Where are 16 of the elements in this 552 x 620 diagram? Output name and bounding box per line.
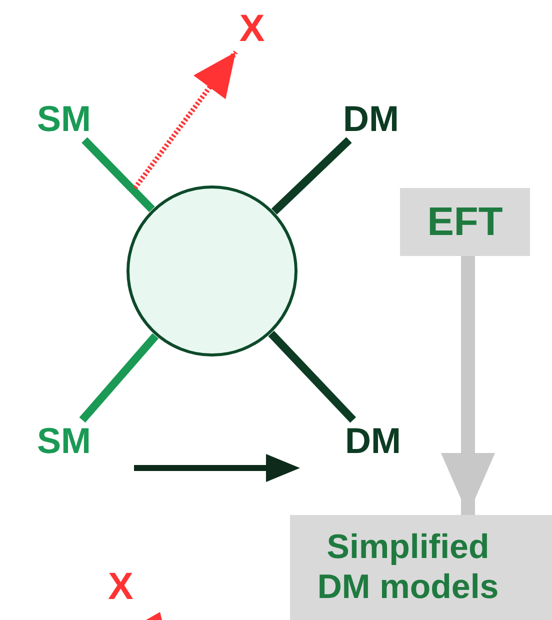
box-title: EFT xyxy=(427,199,503,245)
label-box xyxy=(400,188,530,256)
arrow xyxy=(133,50,238,190)
particle-line xyxy=(271,137,352,214)
particle-label: DM xyxy=(345,420,401,462)
arrow xyxy=(441,256,495,515)
particle-line xyxy=(82,137,155,212)
box-title: Simplified DM models xyxy=(316,528,500,607)
label-box xyxy=(290,515,552,620)
variable-label: X xyxy=(239,8,265,52)
variable-label: X xyxy=(108,566,134,609)
particle-label: DM xyxy=(343,98,399,140)
particle-label: SM xyxy=(37,420,91,462)
particle-line xyxy=(79,333,159,423)
particle-line xyxy=(268,330,356,423)
particle-label: SM xyxy=(37,98,91,140)
